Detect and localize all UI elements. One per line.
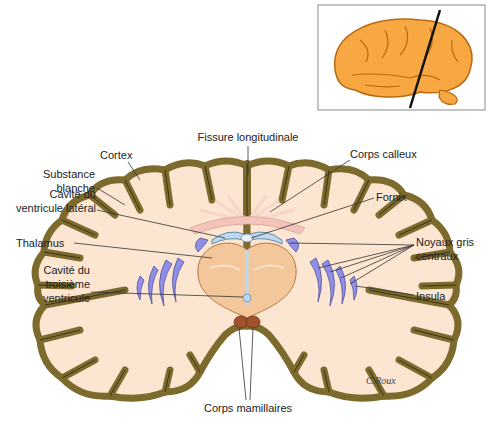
structure-label: Fissure longitudinale xyxy=(180,130,316,144)
structure-label: Fornix xyxy=(376,190,436,204)
artist-signature: C.Roux xyxy=(366,374,416,388)
leader-line xyxy=(239,328,246,400)
leader-line xyxy=(318,245,414,268)
fissure-line xyxy=(247,164,248,220)
inset-gyri xyxy=(352,26,458,87)
leader-line xyxy=(330,245,414,272)
structure-label: Cortex xyxy=(100,148,150,162)
basal-nucleus xyxy=(148,266,158,304)
insula-cortex xyxy=(137,276,144,300)
leader-line xyxy=(341,245,414,278)
inset-brain xyxy=(335,19,472,97)
leader-line xyxy=(356,286,414,295)
leader-line xyxy=(251,198,374,238)
structure-label: Cavité du ventricule latéral xyxy=(0,187,96,215)
leader-line xyxy=(91,292,243,297)
inset-cerebellum xyxy=(439,90,457,104)
lateral-ventricle xyxy=(212,232,244,244)
basal-nucleus xyxy=(195,238,208,252)
third-ventricle-cavity xyxy=(243,294,251,302)
structure-label: Noyaux gris centraux xyxy=(416,235,488,263)
leader-line xyxy=(97,188,125,205)
cut-line xyxy=(410,10,440,108)
corpus-callosum xyxy=(190,217,305,235)
leader-line xyxy=(128,162,140,180)
thalamus xyxy=(198,243,296,318)
inset-frame xyxy=(318,5,485,110)
basal-nucleus xyxy=(159,260,172,306)
structure-label: Insula xyxy=(416,289,476,303)
structure-label: Cavité du troisième ventricule xyxy=(28,263,90,305)
leader-line xyxy=(250,328,253,400)
leader-line xyxy=(350,245,414,284)
leader-line xyxy=(290,243,414,245)
leader-line xyxy=(248,146,249,175)
leader-line xyxy=(74,243,212,258)
leader-line xyxy=(270,160,350,212)
leader-line xyxy=(97,210,225,238)
longitudinal-fissure xyxy=(243,164,251,220)
structure-label: Thalamus xyxy=(16,236,76,250)
structure-label: Corps mamillaires xyxy=(170,401,326,415)
structure-label: Corps calleux xyxy=(350,147,440,161)
mammillary-body xyxy=(246,316,260,328)
